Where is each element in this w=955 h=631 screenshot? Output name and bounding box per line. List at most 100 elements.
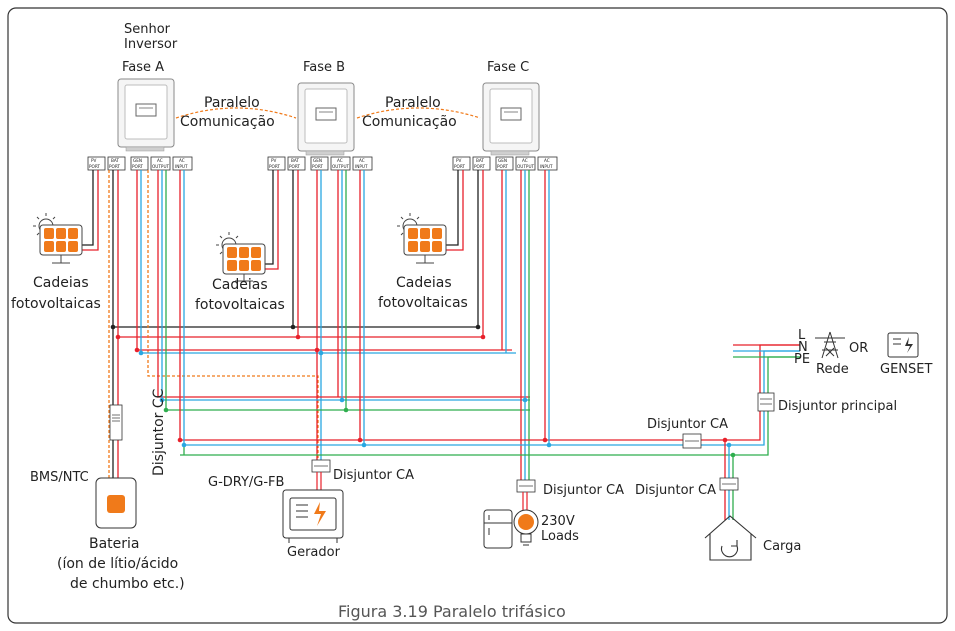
parallel-link-line2: Comunicação — [180, 114, 275, 130]
pv-label-line2: fotovoltaicas — [11, 296, 101, 312]
port-label: AC — [157, 158, 163, 163]
battery-title: Bateria — [89, 536, 140, 552]
dc-breaker-label: Disjuntor CC — [151, 388, 167, 476]
ports-inverter-b: PV PORT BAT PORT GEN PORT AC OUTPUT AC I… — [267, 156, 373, 171]
port-label: GEN — [313, 158, 322, 163]
pv-label-line1: Cadeias — [33, 275, 89, 291]
inverter-c-icon — [482, 82, 540, 156]
wires — [80, 170, 800, 520]
grid-line-pe: PE — [794, 352, 810, 367]
house-breaker-label: Disjuntor CA — [635, 483, 716, 498]
port-label: PORT — [454, 164, 465, 169]
ports-inverter-a: PV PORT BAT PORT GEN PORT AC OUTPUT AC I… — [87, 156, 193, 171]
ca-breaker — [682, 433, 702, 449]
port-label: PORT — [109, 164, 120, 169]
port-label: PORT — [312, 164, 323, 169]
inverter-phase-a: Senhor Inversor Fase A — [117, 22, 178, 152]
port-label: INPUT — [540, 164, 553, 169]
solar-panel-icon — [39, 224, 83, 264]
loads-label: Loads — [541, 529, 579, 544]
port-label: AC — [179, 158, 185, 163]
inverter-b-icon — [297, 82, 355, 156]
inverter-title-line2: Inversor — [124, 37, 178, 52]
port-label: INPUT — [355, 164, 368, 169]
loads-breaker — [516, 479, 536, 493]
parallel-link-ab: Paralelo Comunicação — [175, 95, 297, 130]
port-label: PORT — [289, 164, 300, 169]
generator-breaker-label: Disjuntor CA — [333, 468, 414, 483]
inverter-phase-b: Fase B — [297, 60, 355, 156]
grid-line-n: N — [798, 340, 808, 355]
solar-panel-icon — [403, 224, 447, 264]
generator-label: Gerador — [287, 545, 341, 560]
house-label: Carga — [763, 539, 801, 554]
port-label: AC — [337, 158, 343, 163]
main-breaker — [757, 392, 775, 412]
port-label: OUTPUT — [152, 164, 170, 169]
inverter-title-line1: Senhor — [124, 22, 171, 37]
gdry-label: G-DRY/G-FB — [208, 475, 284, 490]
port-label: PORT — [474, 164, 485, 169]
port-label: PV — [271, 158, 277, 163]
parallel-link-line2: Comunicação — [362, 114, 457, 130]
inverter-phase-label: Fase B — [303, 60, 345, 75]
port-label: PV — [91, 158, 97, 163]
port-label: PV — [456, 158, 462, 163]
port-label: AC — [544, 158, 550, 163]
port-label: BAT — [111, 158, 119, 163]
port-label: GEN — [133, 158, 142, 163]
bms-ntc-label: BMS/NTC — [30, 470, 89, 485]
port-label: OUTPUT — [517, 164, 535, 169]
loads-breaker-label: Disjuntor CA — [543, 483, 624, 498]
light-bulb-icon — [513, 509, 539, 546]
figure-caption: Figura 3.19 Paralelo trifásico — [338, 602, 566, 621]
port-label: INPUT — [175, 164, 188, 169]
port-label: AC — [359, 158, 365, 163]
inverter-phase-c: Fase C — [482, 60, 540, 156]
parallel-link-bc: Paralelo Comunicação — [356, 95, 481, 130]
inverter-phase-label: Fase A — [122, 60, 164, 75]
pv-array-b: Cadeias fotovoltaicas — [195, 232, 285, 313]
solar-panel-icon — [222, 243, 266, 282]
port-label: GEN — [498, 158, 507, 163]
genset-label: GENSET — [880, 362, 932, 377]
genset-icon — [887, 332, 919, 358]
port-label: AC — [522, 158, 528, 163]
junction-dots — [110, 324, 736, 458]
house-breaker — [719, 477, 739, 491]
battery-line2: (íon de lítio/ácido — [57, 556, 178, 572]
ports-inverter-c: PV PORT BAT PORT GEN PORT AC OUTPUT AC I… — [452, 156, 558, 171]
generator-breaker — [311, 459, 331, 473]
pv-label-line1: Cadeias — [396, 275, 452, 291]
loads-voltage: 230V — [541, 514, 575, 529]
diagram-border — [7, 7, 948, 624]
fridge-icon — [483, 509, 513, 549]
inverter-phase-label: Fase C — [487, 60, 529, 75]
port-label: PORT — [89, 164, 100, 169]
port-label: PORT — [497, 164, 508, 169]
battery-line3: de chumbo etc.) — [70, 576, 185, 592]
port-label: OUTPUT — [332, 164, 350, 169]
pv-label-line1: Cadeias — [212, 277, 268, 293]
pv-array-c: Cadeias fotovoltaicas — [378, 213, 468, 311]
port-label: PORT — [269, 164, 280, 169]
grid-line-l: L — [798, 328, 806, 343]
pv-label-line2: fotovoltaicas — [378, 295, 468, 311]
battery-icon — [95, 477, 137, 529]
pv-label-line2: fotovoltaicas — [195, 297, 285, 313]
pv-array-a: Cadeias fotovoltaicas — [11, 213, 101, 312]
house-icon — [704, 515, 757, 561]
parallel-link-line1: Paralelo — [385, 95, 441, 111]
main-breaker-label: Disjuntor principal — [778, 399, 897, 414]
generator-icon — [282, 489, 344, 543]
or-label: OR — [849, 341, 868, 356]
ca-breaker-label: Disjuntor CA — [647, 417, 728, 432]
parallel-link-line1: Paralelo — [204, 95, 260, 111]
port-label: PORT — [132, 164, 143, 169]
port-label: BAT — [476, 158, 484, 163]
rede-label: Rede — [816, 362, 849, 377]
grid-tower-icon — [815, 331, 845, 359]
dc-breaker: Disjuntor CC — [109, 388, 167, 476]
port-label: BAT — [291, 158, 299, 163]
